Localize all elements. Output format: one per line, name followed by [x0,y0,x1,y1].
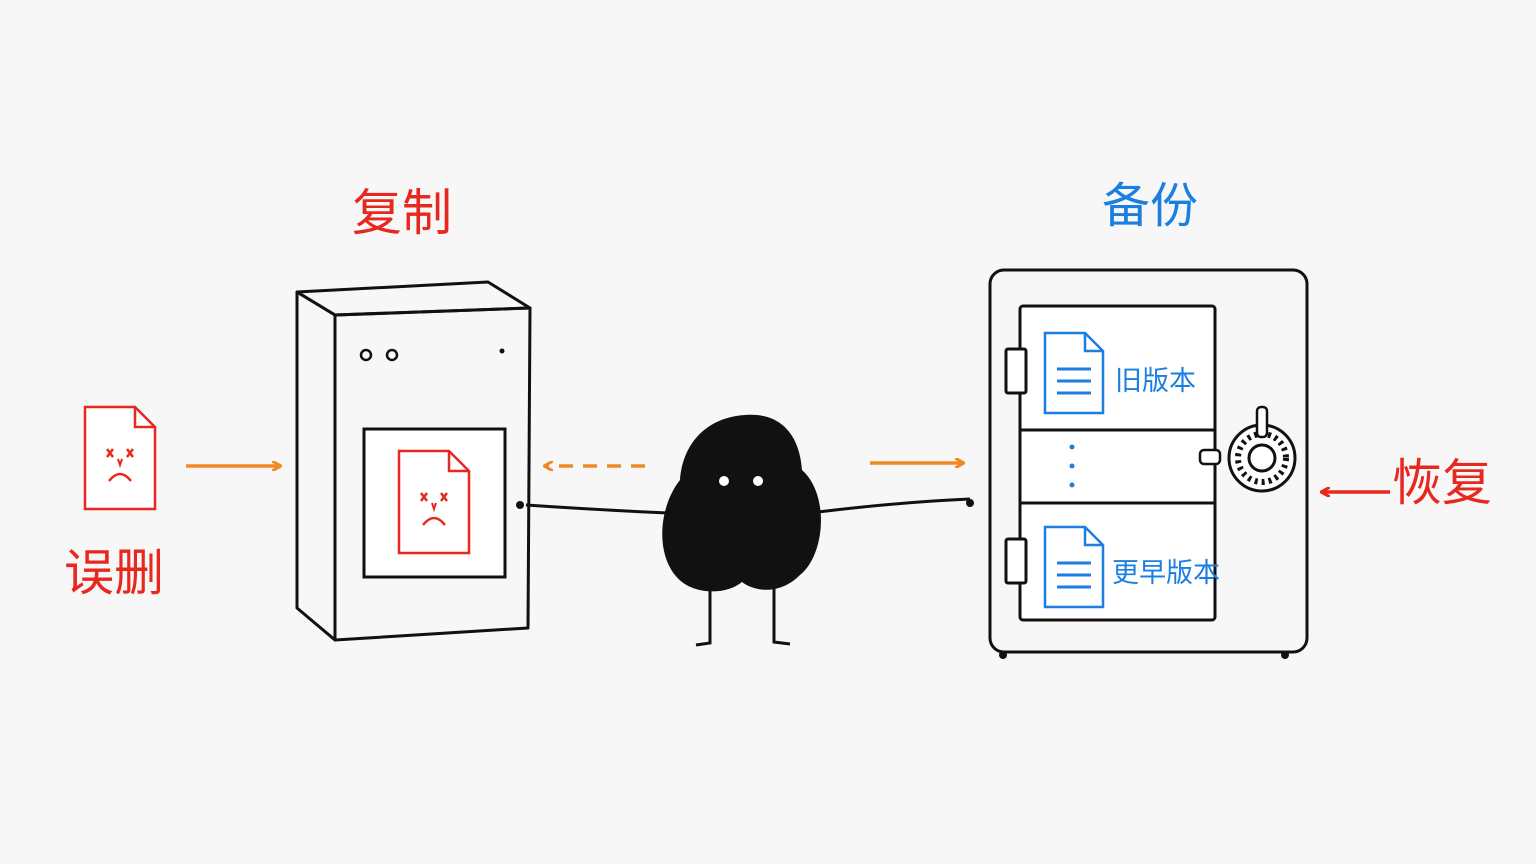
vertical-dots-icon [1069,444,1075,488]
character-eye [753,476,763,486]
blob-character [662,414,821,647]
cabinet-knob [516,501,524,509]
character-eye [719,476,729,486]
old-version-document-icon [1043,331,1105,415]
deleted-file-icon [83,405,157,511]
replication-cabinet [295,280,532,642]
earlier-version-label: 更早版本 [1112,558,1220,589]
character-left-arm [525,503,669,515]
safe-hinge [1004,347,1028,395]
combination-lock-icon [1227,405,1297,493]
replication-title: 复制 [352,184,452,242]
accidental-delete-label: 误删 [64,544,164,602]
character-leg [772,585,791,646]
cabinet-indicator-light [359,348,373,362]
cabinet-status-dot [499,348,505,354]
old-version-label: 旧版本 [1115,366,1196,397]
character-leg [695,585,712,647]
cabinet-indicator-light [385,348,399,362]
restore-label: 恢复 [1392,454,1492,512]
safe-foot [1281,651,1289,659]
backup-safe: 旧版本 更早版本 [966,268,1309,659]
backup-title: 备份 [1102,178,1198,234]
safe-foot [999,651,1007,659]
replicated-deleted-file-icon [397,449,471,555]
safe-hinge [1004,537,1028,585]
safe-handle-knob [966,499,974,507]
earlier-version-document-icon [1043,525,1105,609]
character-right-arm [817,497,971,514]
safe-latch [1198,448,1222,466]
